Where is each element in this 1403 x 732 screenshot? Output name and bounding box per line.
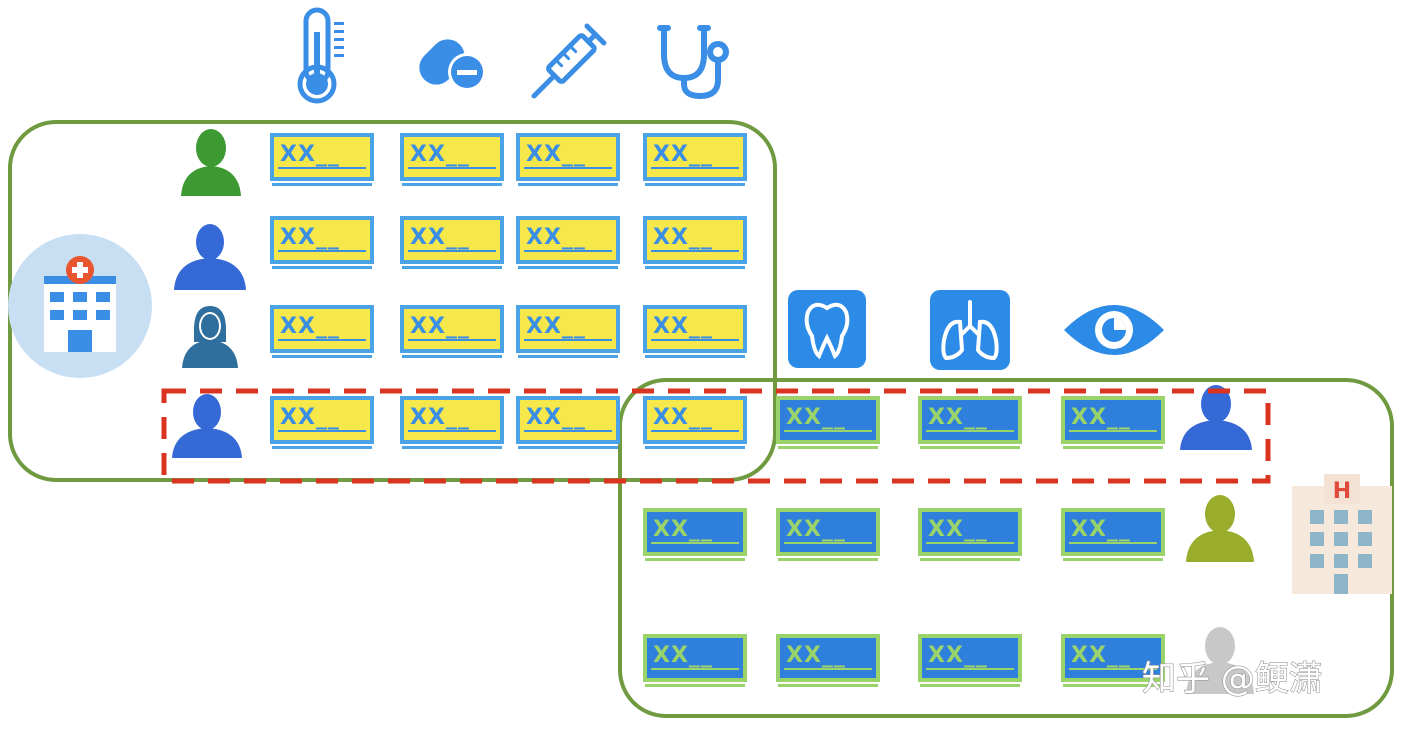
feature-cell-right: XX__ [776, 508, 880, 561]
feature-cell-label: XX__ [928, 643, 988, 668]
person-icon [1186, 495, 1254, 562]
person-icon [181, 129, 241, 196]
feature-cell-left: XX__ [270, 305, 374, 358]
feature-cell-left: XX__ [270, 216, 374, 269]
feature-cell-right: XX__ [918, 396, 1022, 449]
feature-cell-label: XX__ [653, 142, 713, 167]
feature-cell-label: XX__ [1071, 643, 1131, 668]
feature-cell-right: XX__ [1061, 508, 1165, 561]
feature-cell-label: XX__ [526, 314, 586, 339]
feature-cell-right: XX__ [1061, 396, 1165, 449]
shared-sample-highlight [161, 388, 1271, 484]
feature-cell-label: XX__ [410, 225, 470, 250]
feature-cell-label: XX__ [280, 225, 340, 250]
person-icon [1186, 627, 1254, 694]
feature-cell-label: XX__ [928, 405, 988, 430]
feature-cell-right: XX__ [776, 396, 880, 449]
thermometer-icon [297, 7, 344, 104]
feature-cell-label: XX__ [526, 405, 586, 430]
feature-cell-label: XX__ [526, 225, 586, 250]
feature-cell-label: XX__ [653, 643, 713, 668]
feature-cell-right: XX__ [776, 634, 880, 687]
feature-cell-left: XX__ [643, 133, 747, 186]
hospital-icon [8, 234, 152, 378]
feature-cell-label: XX__ [1071, 517, 1131, 542]
feature-cell-label: XX__ [653, 225, 713, 250]
feature-cell-left: XX__ [400, 305, 504, 358]
feature-cell-left: XX__ [270, 396, 374, 449]
syringe-icon [531, 23, 607, 99]
feature-cell-label: XX__ [410, 142, 470, 167]
feature-cell-left: XX__ [516, 305, 620, 358]
stethoscope-icon [657, 25, 729, 100]
feature-cell-label: XX__ [1071, 405, 1131, 430]
feature-cell-left: XX__ [516, 396, 620, 449]
feature-cell-right: XX__ [643, 508, 747, 561]
person-icon [174, 224, 246, 290]
hospital-letter: H [1333, 479, 1351, 504]
feature-cell-left: XX__ [400, 396, 504, 449]
lungs-icon [930, 290, 1010, 370]
feature-cell-left: XX__ [400, 216, 504, 269]
feature-cell-left: XX__ [400, 133, 504, 186]
person-icon [1180, 385, 1252, 450]
hospital-h-icon: H [1292, 474, 1392, 594]
watermark: 知乎 @鲠潇 [1142, 659, 1323, 699]
feature-cell-label: XX__ [653, 405, 713, 430]
feature-cell-right: XX__ [643, 634, 747, 687]
feature-cell-right: XX__ [918, 634, 1022, 687]
pill-icon [419, 39, 486, 91]
person-icon [172, 394, 242, 458]
tooth-icon [788, 290, 866, 368]
feature-cell-label: XX__ [526, 142, 586, 167]
feature-cells: XX__ XX__ XX__ XX__ XX__ XX__ XX__ XX__ XX__ XX__… [270, 133, 1165, 687]
feature-cell-label: XX__ [280, 314, 340, 339]
feature-cell-left: XX__ [643, 216, 747, 269]
feature-cell-label: XX__ [410, 405, 470, 430]
feature-cell-left: XX__ [643, 305, 747, 358]
feature-cell-label: XX__ [786, 643, 846, 668]
feature-cell-right: XX__ [918, 508, 1022, 561]
feature-cell-left: XX__ [270, 133, 374, 186]
feature-cell-left: XX__ [516, 133, 620, 186]
feature-cell-label: XX__ [280, 142, 340, 167]
eye-icon [1064, 305, 1164, 355]
feature-cell-label: XX__ [786, 405, 846, 430]
feature-cell-left: XX__ [516, 216, 620, 269]
feature-cell-label: XX__ [786, 517, 846, 542]
person-female-icon [182, 306, 238, 368]
feature-cell-label: XX__ [928, 517, 988, 542]
feature-cell-left: XX__ [643, 396, 747, 449]
feature-cell-right: XX__ [1061, 634, 1165, 687]
feature-cell-label: XX__ [280, 405, 340, 430]
feature-cell-label: XX__ [653, 517, 713, 542]
feature-cell-label: XX__ [410, 314, 470, 339]
feature-cell-label: XX__ [653, 314, 713, 339]
